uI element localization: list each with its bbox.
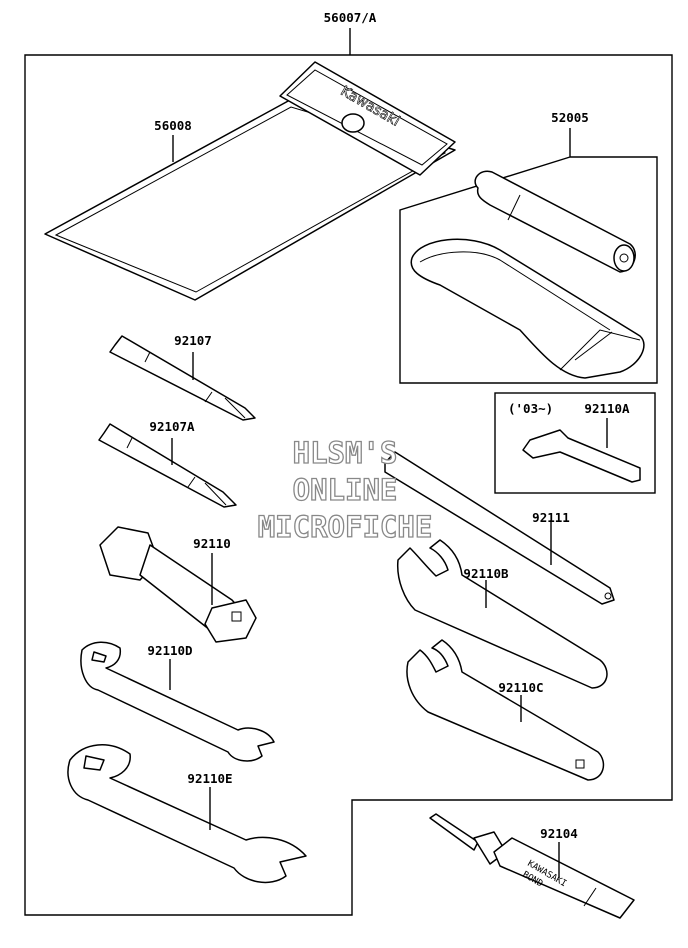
year-note: ('03~) bbox=[508, 401, 553, 416]
watermark-line-2: ONLINE bbox=[293, 473, 398, 507]
bond-tube-part[interactable]: KAWASAKI BOND 92104 bbox=[429, 813, 635, 919]
watermark-line-3: MICROFICHE bbox=[258, 510, 433, 544]
part-number-92110A: 92110A bbox=[584, 401, 630, 416]
watermark-line-1: HLSM'S bbox=[293, 436, 398, 470]
part-number-92111: 92111 bbox=[532, 510, 570, 525]
open-end-wrench-92110e-part[interactable]: 92110E bbox=[67, 744, 307, 884]
hook-spanner-92110b-part[interactable]: 92110B bbox=[396, 539, 608, 689]
assembly-part-number: 56007/A bbox=[324, 10, 377, 25]
handle-bar-92111-part[interactable]: 92111 bbox=[384, 451, 615, 605]
part-number-92110D: 92110D bbox=[147, 643, 192, 658]
part-number-52005: 52005 bbox=[551, 110, 589, 125]
screwdriver-bit-92107a-part[interactable]: 92107A bbox=[98, 419, 237, 508]
part-number-92107: 92107 bbox=[174, 333, 212, 348]
tool-pouch-part[interactable]: Kawasaki 56008 bbox=[44, 61, 456, 301]
part-number-92110: 92110 bbox=[193, 536, 231, 551]
tool-bag-part[interactable]: 52005 bbox=[399, 110, 658, 384]
part-number-92107A: 92107A bbox=[149, 419, 195, 434]
screwdriver-bit-92107-part[interactable]: 92107 bbox=[109, 333, 256, 421]
box-wrench-92110-part[interactable]: 92110 bbox=[99, 526, 257, 643]
part-number-56008: 56008 bbox=[154, 118, 192, 133]
hex-key-part[interactable]: ('03~) 92110A bbox=[494, 392, 656, 494]
watermark: HLSM'S ONLINE MICROFICHE bbox=[257, 435, 433, 544]
assembly-frame: 56007/A bbox=[24, 10, 673, 916]
part-number-92104: 92104 bbox=[540, 826, 578, 841]
part-number-92110E: 92110E bbox=[187, 771, 232, 786]
part-number-92110B: 92110B bbox=[463, 566, 509, 581]
pouch-snap-button bbox=[341, 113, 365, 133]
part-number-92110C: 92110C bbox=[498, 680, 543, 695]
open-end-wrench-92110d-part[interactable]: 92110D bbox=[80, 641, 275, 762]
hook-spanner-92110c-part[interactable]: 92110C bbox=[406, 639, 605, 781]
